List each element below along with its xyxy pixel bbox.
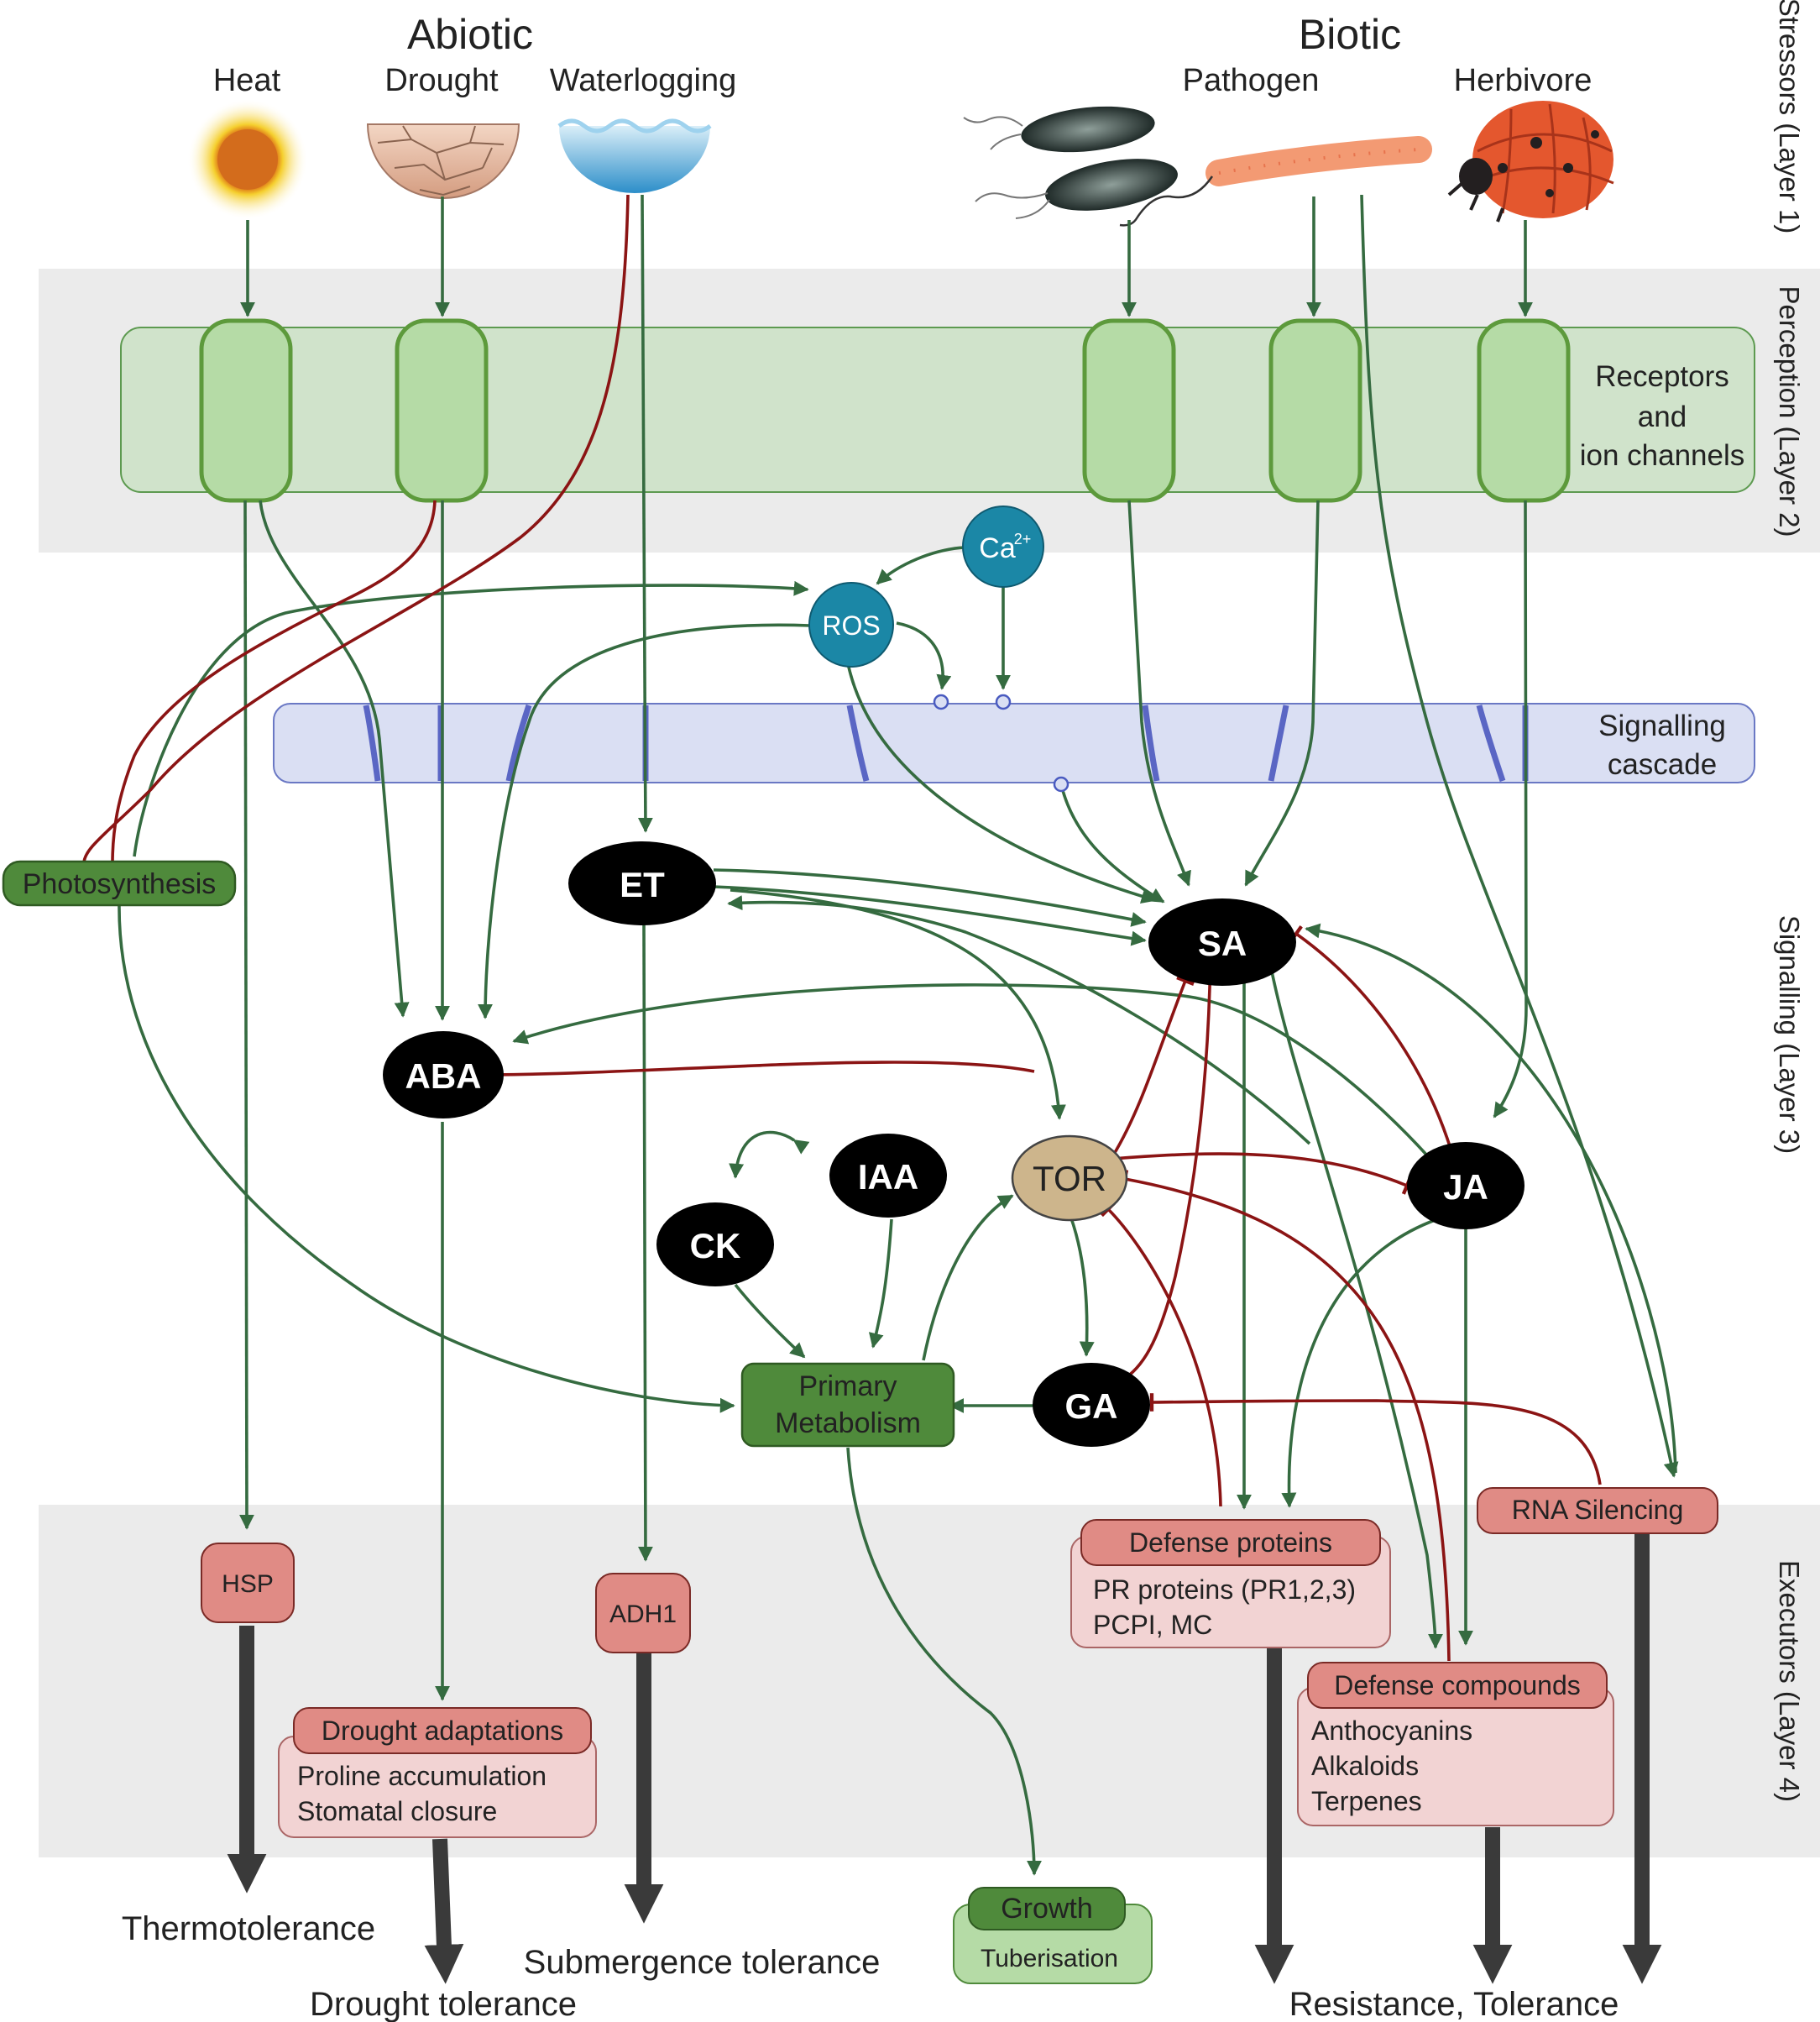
ck-label: CK [690,1226,741,1265]
drought-tolerance-label: Drought tolerance [310,1986,577,2022]
defense-compound-item: Alkaloids [1311,1751,1419,1781]
layer2-label: Perception (Layer 2) [1774,286,1805,537]
defense-compound-item: Terpenes [1311,1786,1422,1816]
tuberisation-label: Tuberisation [981,1945,1118,1972]
sa-node[interactable]: SA [1148,898,1296,986]
cascade-line1: Signalling [1598,710,1726,742]
stressor-labels: Abiotic Biotic Heat Drought Waterlogging… [213,11,1592,98]
receptors-label: Receptors and ion channels [1580,360,1745,472]
heat-label: Heat [213,63,281,98]
ck-node[interactable]: CK [656,1202,774,1286]
herbivore-label: Herbivore [1454,63,1592,98]
ga-label: GA [1065,1386,1118,1426]
primary-metabolism-line1: Primary [798,1370,897,1402]
herbivore-beetle-icon [1447,101,1614,223]
sun-icon [187,99,308,220]
drought-adaptations-title: Drought adaptations [322,1716,563,1746]
defense-proteins-box[interactable]: Defense proteins PR proteins (PR1,2,3) P… [1070,1519,1391,1648]
abiotic-title: Abiotic [407,11,533,58]
adh1-box[interactable]: ADH1 [595,1573,691,1653]
receptors-line1: Receptors [1595,360,1729,393]
hsp-box[interactable]: HSP [201,1543,295,1623]
growth-title: Growth [1001,1893,1093,1925]
adh1-label: ADH1 [609,1600,677,1628]
ga-node[interactable]: GA [1033,1363,1150,1447]
bacteria-icon [963,106,1178,219]
cascade-label: Signalling cascade [1598,710,1726,781]
rna-silencing-box[interactable]: RNA Silencing [1477,1487,1718,1534]
resistance-tolerance-label: Resistance, Tolerance [1289,1986,1619,2022]
receptor-herbivore [1477,318,1571,503]
tor-label: TOR [1033,1159,1106,1198]
receptor-pathogen-2 [1268,318,1362,503]
aba-node[interactable]: ABA [383,1031,504,1118]
growth-box[interactable]: Growth Tuberisation [953,1887,1153,1984]
waterlogging-label: Waterlogging [550,63,737,98]
outcome-arrows [227,1530,1662,1984]
receptor-heat [199,318,293,503]
cascade-nodes [933,694,1070,793]
rna-silencing-label: RNA Silencing [1512,1495,1684,1525]
inhibition-edges [75,194,1602,1662]
ros-node[interactable]: ROS [808,582,894,668]
et-label: ET [620,865,665,904]
tor-node[interactable]: TOR [1011,1134,1128,1222]
ja-node[interactable]: JA [1407,1142,1525,1229]
receptors-line3: ion channels [1580,439,1745,472]
thermotolerance-label: Thermotolerance [122,1910,375,1947]
primary-metabolism-node[interactable]: Primary Metabolism [740,1362,955,1448]
drought-label: Drought [384,63,499,98]
outcome-labels: Thermotolerance Drought tolerance Submer… [122,1910,1619,2022]
biotic-title: Biotic [1299,11,1401,58]
water-icon [557,118,712,193]
drought-adaptations-item: Proline accumulation [297,1761,547,1791]
signalling-cascade-box [273,703,1755,783]
iaa-label: IAA [858,1157,918,1197]
defense-compounds-title: Defense compounds [1334,1670,1581,1700]
photosynthesis-label: Photosynthesis [23,868,217,900]
drought-adaptations-box[interactable]: Drought adaptations Proline accumulation… [278,1707,597,1838]
photosynthesis-node[interactable]: Photosynthesis [2,860,237,907]
defense-compound-item: Anthocyanins [1311,1716,1472,1746]
defense-proteins-item: PR proteins (PR1,2,3) [1093,1574,1356,1605]
sa-label: SA [1198,924,1247,963]
ca-superscript: 2+ [1014,531,1032,547]
defense-proteins-title: Defense proteins [1129,1527,1332,1558]
layer1-label: Stressors (Layer 1) [1774,0,1805,233]
ja-label: JA [1443,1167,1488,1207]
layer-labels: Stressors (Layer 1) Perception (Layer 2)… [1774,0,1805,1802]
drought-adaptations-item: Stomatal closure [297,1796,497,1826]
defense-compounds-box[interactable]: Defense compounds Anthocyanins Alkaloids… [1297,1662,1614,1826]
iaa-node[interactable]: IAA [829,1134,947,1218]
layer3-label: Signalling (Layer 3) [1774,915,1805,1154]
hsp-label: HSP [222,1570,274,1598]
primary-metabolism-line2: Metabolism [775,1407,921,1439]
ca-label: Ca [979,532,1016,564]
defense-proteins-item: PCPI, MC [1093,1610,1212,1640]
ros-label: ROS [822,610,880,641]
submergence-tolerance-label: Submergence tolerance [524,1944,881,1981]
et-node[interactable]: ET [568,841,716,925]
receptors-line2: and [1638,401,1687,433]
aba-label: ABA [405,1056,482,1096]
ca-node[interactable]: Ca 2+ [962,506,1044,588]
dry-soil-icon [366,123,520,199]
receptor-drought [395,318,489,503]
pathogen-label: Pathogen [1183,63,1320,98]
receptor-pathogen-1 [1082,318,1176,503]
cascade-line2: cascade [1608,748,1717,781]
layer4-label: Executors (Layer 4) [1774,1560,1805,1802]
